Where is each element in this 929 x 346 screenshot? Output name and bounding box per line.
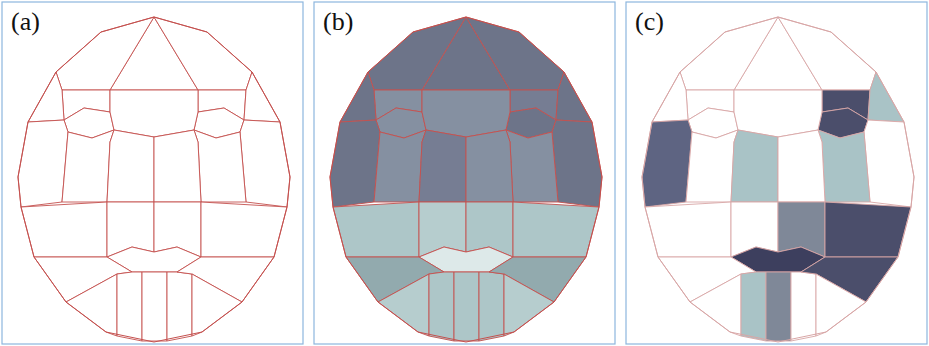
mesh-cell [825,202,911,257]
mesh-cell [816,274,866,336]
mesh-cell [454,272,479,341]
mesh-cell [741,272,766,341]
mesh-cell [117,272,142,341]
mesh-cell [818,130,870,202]
mesh-cell [778,130,825,202]
mesh-cell [513,202,599,257]
mesh-panel [626,2,927,344]
mesh-cell [466,130,513,202]
mesh-cell [680,17,778,90]
mesh-cell [66,274,117,336]
face-contour [642,17,914,342]
panel-letter: (b) [323,9,353,35]
panel-frame [2,2,303,344]
mesh-panel [2,2,303,344]
mesh-cell [368,17,466,90]
mesh-cell [21,202,107,257]
mesh-cell [192,274,242,336]
mesh-cell [419,130,466,202]
panel-letter: (c) [635,9,664,35]
mesh-cell [506,130,558,202]
mesh-cell [645,202,731,257]
mesh-cell [378,274,429,336]
mesh-panel [314,2,615,344]
mesh-cell [333,202,419,257]
mesh-cell [766,272,791,341]
face-outline [330,17,602,342]
mesh-cell [154,17,252,90]
mesh-cell [154,130,201,202]
face-contour [330,17,602,342]
mesh-cell [340,72,376,122]
mesh-cell [734,90,822,137]
mesh-cell [504,274,554,336]
mesh-cell [194,130,246,202]
mesh-cell [479,272,504,341]
panel-frame [314,2,615,344]
mesh-cell [107,130,154,202]
mesh-cell [110,90,198,137]
mesh-cell [201,202,287,257]
mesh-cell [466,17,564,90]
mesh-cell [652,72,688,122]
mesh-cell [142,272,167,341]
mesh-cell [731,130,778,202]
mesh-cell [56,17,154,90]
mesh-cell [556,72,592,122]
mesh-cell [686,130,738,202]
mesh-cell [28,72,64,122]
mesh-cell [422,90,510,137]
mesh-cell [868,72,904,122]
mesh-cell [244,72,280,122]
face-contour [18,17,290,342]
panel-letter: (a) [11,9,40,35]
mesh-cell [429,272,454,341]
face-outline [642,17,914,342]
mesh-cell [167,272,192,341]
face-outline [18,17,290,342]
mesh-cell [62,130,114,202]
panel-frame [626,2,927,344]
mesh-cell [778,17,876,90]
mesh-cell [791,272,816,341]
mesh-cell [374,130,426,202]
mesh-cell [690,274,741,336]
